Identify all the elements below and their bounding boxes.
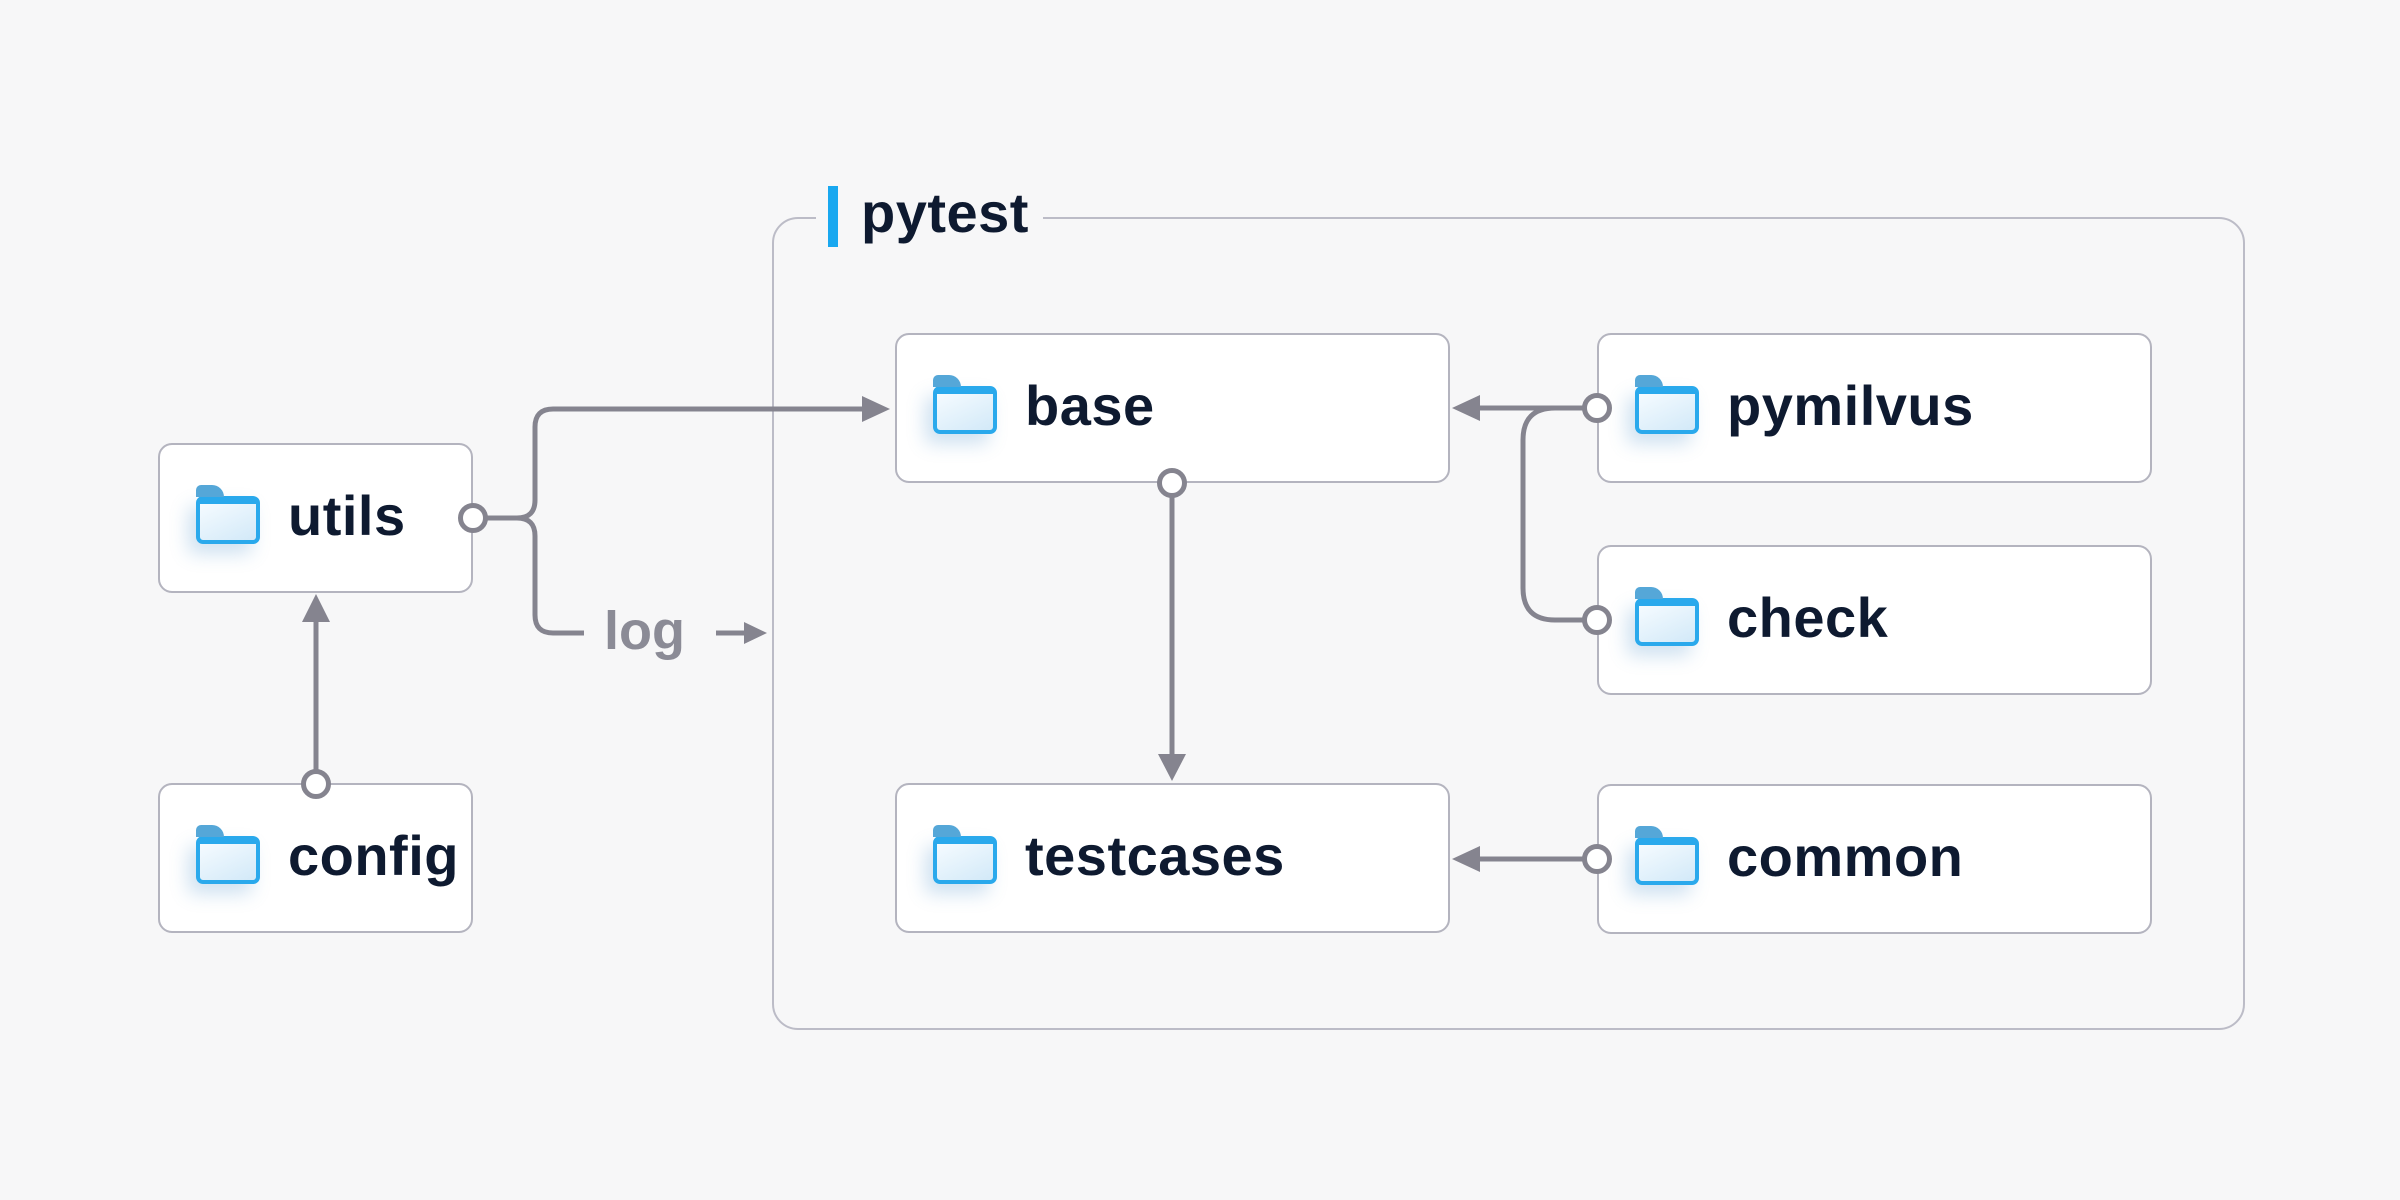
pytest-group-label: pytest	[816, 184, 1043, 248]
node-label: testcases	[1025, 824, 1285, 887]
accent-bar	[828, 185, 838, 247]
node-label: pymilvus	[1727, 374, 1974, 437]
folder-icon	[933, 375, 997, 434]
node-label: check	[1727, 586, 1889, 649]
node-label: common	[1727, 825, 1964, 888]
folder-icon	[196, 485, 260, 544]
node-utils: utils	[158, 443, 473, 593]
folder-icon	[933, 825, 997, 884]
node-config: config	[158, 783, 473, 933]
folder-icon	[1635, 587, 1699, 646]
edge-label-text: log	[604, 601, 685, 661]
edge-log-arrow	[716, 622, 767, 644]
node-testcases: testcases	[895, 783, 1450, 933]
arrowhead-up	[302, 594, 330, 622]
folder-icon	[1635, 375, 1699, 434]
arrowhead-right-small	[744, 622, 767, 644]
node-label: base	[1025, 374, 1155, 437]
node-pymilvus: pymilvus	[1597, 333, 2152, 483]
node-common: common	[1597, 784, 2152, 934]
edge-config-utils	[301, 594, 331, 799]
folder-icon	[196, 825, 260, 884]
node-label: config	[288, 824, 459, 887]
node-check: check	[1597, 545, 2152, 695]
node-label: utils	[288, 484, 406, 547]
pytest-group-container	[772, 217, 2245, 1030]
group-label-text: pytest	[861, 181, 1029, 244]
edge-label-log: log →	[604, 603, 685, 659]
node-base: base	[895, 333, 1450, 483]
folder-icon	[1635, 826, 1699, 885]
